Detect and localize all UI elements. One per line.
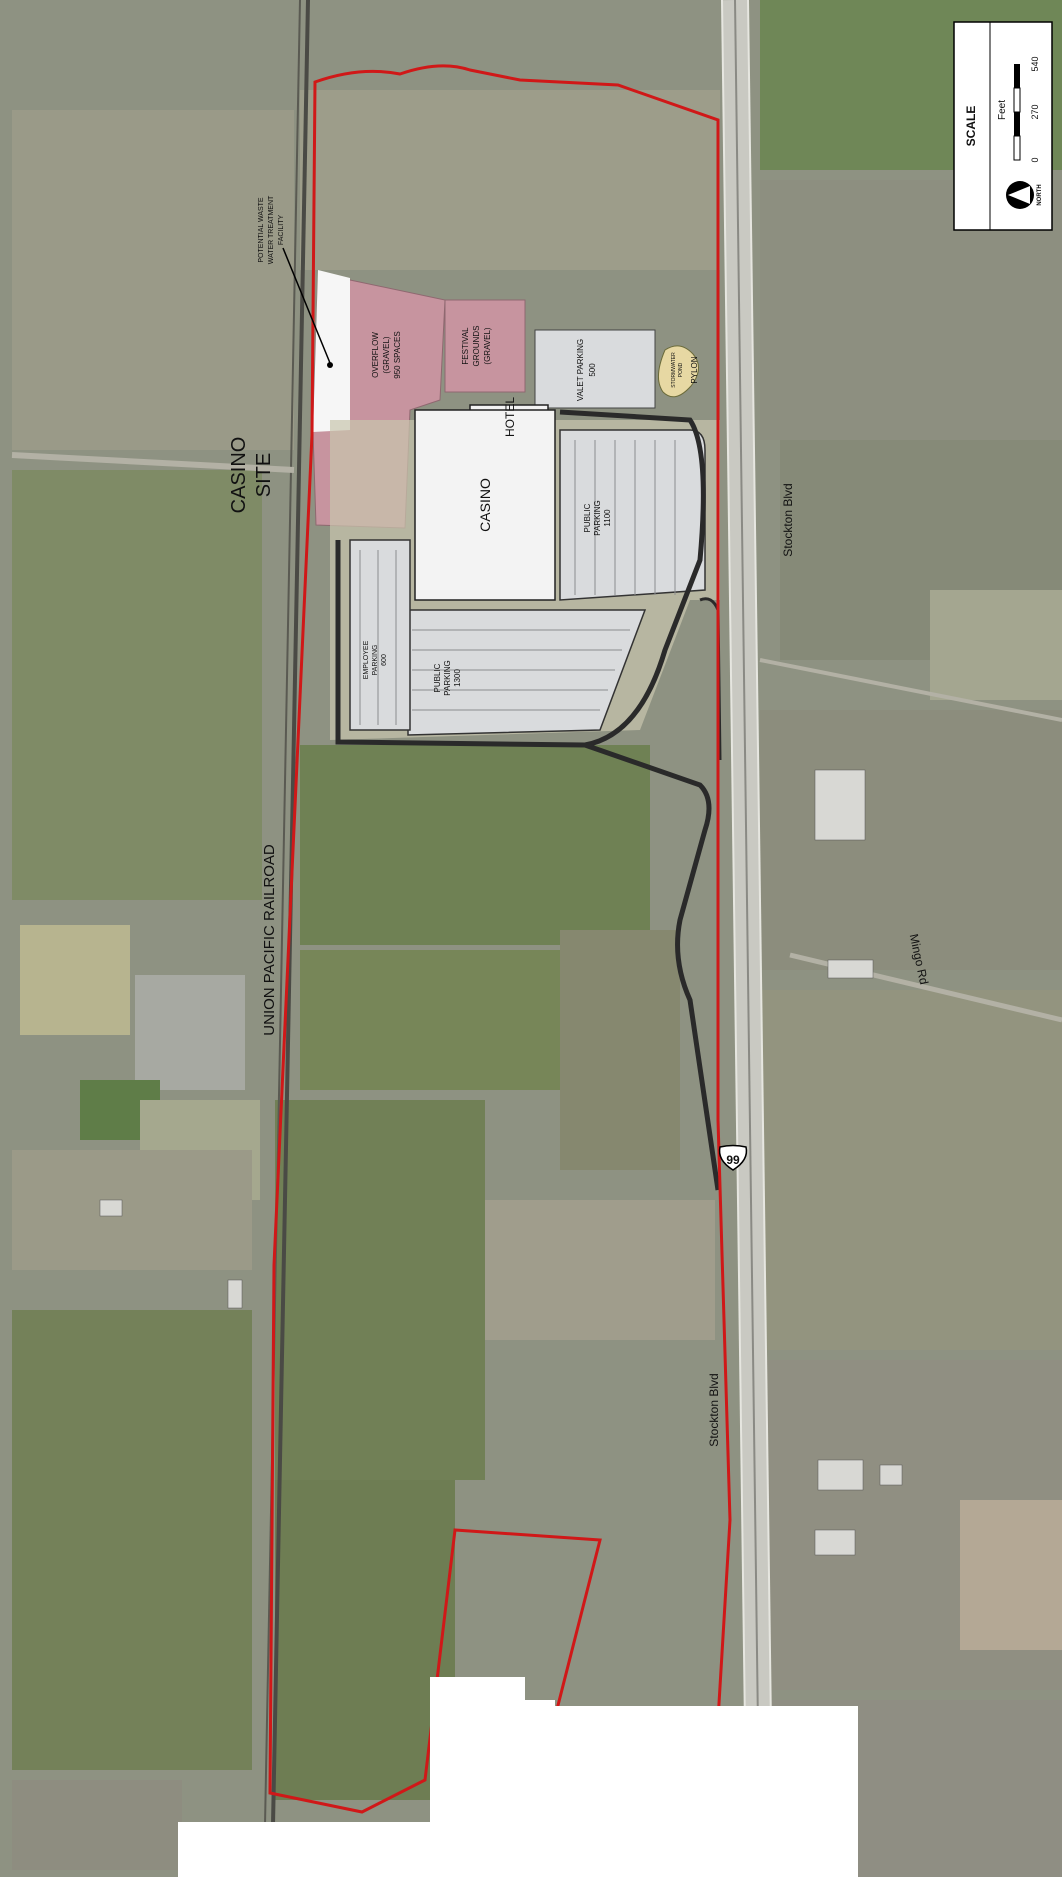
site-title-line2: SITE [253, 453, 275, 497]
public-parking-south-line2: PARKING [443, 660, 452, 695]
public-parking-east-line2: PARKING [593, 500, 602, 535]
employee-parking-area [349, 539, 411, 731]
east-fields [760, 0, 1062, 1877]
employee-parking-line2: PARKING [372, 645, 379, 676]
casino-building [414, 409, 556, 601]
stormwater-label-line1: STORMWATER [671, 352, 677, 388]
employee-parking-line1: EMPLOYEE [363, 640, 370, 679]
parking-stall-rows-east [574, 440, 676, 595]
hotel-label: HOTEL [503, 397, 517, 437]
scale-legend: SCALE Feet 0 270 540 NORTH [953, 21, 1053, 231]
wastewater-label-line3: FACILITY [278, 214, 285, 245]
public-parking-south-line3: 1300 [453, 669, 462, 687]
highway-shield-label: 99 [726, 1153, 740, 1167]
scale-unit: Feet [997, 100, 1008, 120]
public-parking-east-line3: 1100 [603, 509, 612, 527]
stormwater-pond [658, 345, 699, 398]
site-fields [275, 90, 720, 1800]
scale-title: SCALE [964, 106, 978, 147]
overflow-label-line3: 950 SPACES [393, 331, 402, 378]
public-parking-east-line1: PUBLIC [583, 503, 592, 532]
project-boundary [268, 64, 732, 1814]
stormwater-label-line2: POND [678, 362, 684, 377]
site-title-line1: CASINO [228, 437, 250, 514]
parking-stall-rows-employee [359, 550, 397, 725]
wastewater-area [313, 270, 350, 432]
public-parking-east-area [559, 429, 706, 601]
festival-label-line1: FESTIVAL [461, 327, 470, 365]
valet-parking-area [534, 329, 656, 409]
highway-99 [721, 0, 774, 1877]
west-fields [12, 110, 294, 1870]
festival-label-line2: GROUNDS [472, 326, 481, 367]
scale-bar [1013, 64, 1021, 161]
valet-label-line1: VALET PARKING [576, 339, 585, 401]
parking-stall-rows-south [412, 629, 630, 711]
stockton-blvd-west-label: Stockton Blvd [707, 1373, 721, 1446]
stockton-blvd-east-label: Stockton Blvd [781, 483, 795, 556]
wastewater-leader [282, 247, 333, 368]
highway-99-shield: 99 [718, 1144, 748, 1171]
wastewater-label-line1: POTENTIAL WASTE [258, 197, 265, 263]
festival-grounds-area [444, 299, 526, 393]
railroad-label: UNION PACIFIC RAILROAD [261, 844, 278, 1036]
scale-tick-0: 0 [1030, 157, 1040, 162]
casino-label: CASINO [477, 478, 493, 532]
structures [99, 769, 903, 1556]
site-ring-road [335, 409, 706, 748]
overflow-label-line1: OVERFLOW [371, 332, 380, 378]
valet-label-line2: 500 [588, 363, 597, 377]
public-parking-south-line1: PUBLIC [433, 663, 442, 692]
north-label: NORTH [1037, 184, 1043, 205]
overflow-label-line2: (GRAVEL) [382, 336, 391, 374]
festival-label-line3: (GRAVEL) [483, 327, 492, 365]
masked-area [178, 1677, 858, 1877]
pylon-label: PYLON [690, 356, 699, 383]
scale-tick-540: 540 [1030, 56, 1040, 71]
wastewater-label-line2: WATER TREATMENT [268, 195, 275, 264]
employee-parking-line3: 600 [381, 654, 388, 666]
scale-tick-270: 270 [1030, 104, 1040, 119]
north-arrow-icon: NORTH [1006, 181, 1043, 209]
access-road [584, 742, 721, 1191]
